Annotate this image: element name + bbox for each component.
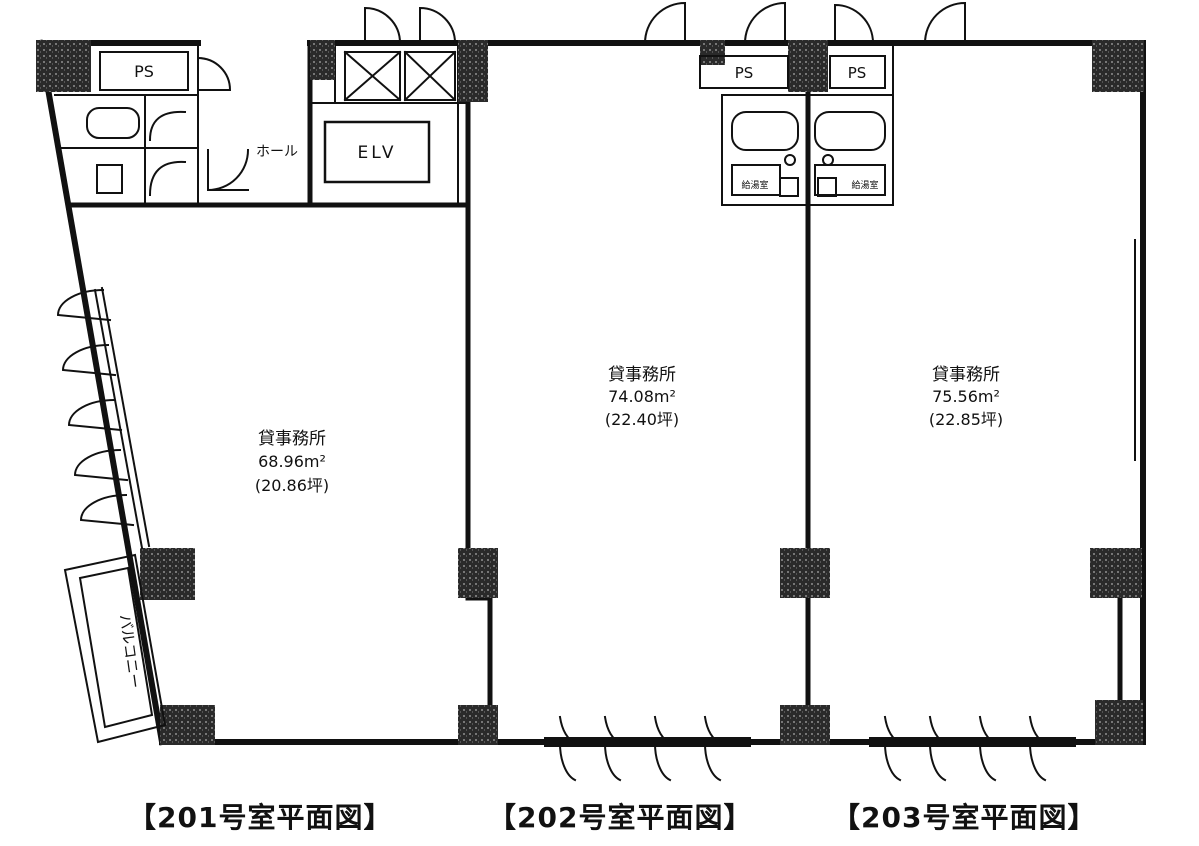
kitchen-fixtures (731, 111, 886, 197)
room-201-area: 68.96m² (258, 452, 326, 471)
ps-label-202: PS (735, 64, 754, 82)
caption-202: 【202号室平面図】 (488, 801, 753, 834)
toilet-fixtures-201 (86, 107, 187, 197)
room-201-name: 貸事務所 (258, 429, 326, 449)
room-202-name: 貸事務所 (608, 365, 676, 385)
elevator-shafts (343, 50, 457, 102)
hall-label: ホール (256, 144, 298, 160)
room-201-tsubo: (20.86坪) (255, 476, 329, 495)
room-203-area: 75.56m² (932, 387, 1000, 406)
room-203-tsubo: (22.85坪) (929, 410, 1003, 429)
kitchen-label-203: 給湯室 (851, 179, 878, 191)
room-202-tsubo: (22.40坪) (605, 410, 679, 429)
balcony (63, 553, 167, 744)
bottom-windows (544, 715, 1076, 782)
ps-label-203: PS (848, 64, 867, 82)
kitchen-label-202: 給湯室 (741, 179, 768, 191)
ps-box-203 (829, 55, 886, 89)
floor-plan (36, 1, 1146, 782)
door-swings (196, 1, 966, 192)
ps-label-201: PS (134, 62, 154, 81)
caption-201: 【201号室平面図】 (128, 801, 393, 834)
room-202-area: 74.08m² (608, 387, 676, 406)
room-203-name: 貸事務所 (932, 365, 1000, 385)
ps-box-201 (99, 51, 189, 91)
structural-columns (36, 40, 1144, 745)
ps-box-202 (699, 55, 789, 89)
elevator-label: ELV (358, 143, 397, 163)
caption-203: 【203号室平面図】 (832, 801, 1097, 834)
elevator-box (323, 120, 431, 184)
left-windows (56, 286, 151, 550)
